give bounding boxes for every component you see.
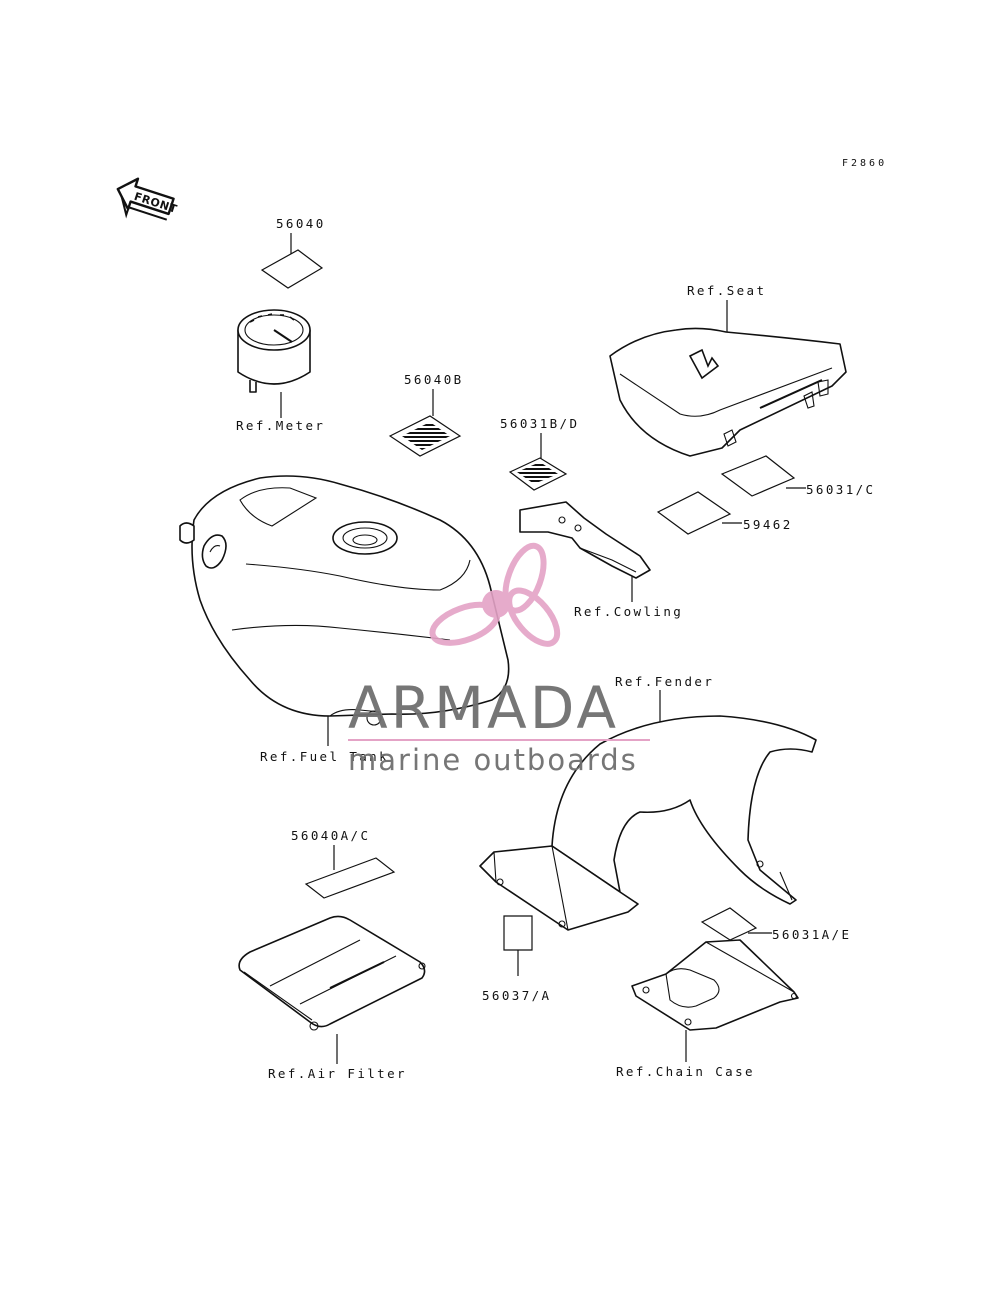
decal-56040ac <box>304 857 396 899</box>
label-ref-meter: Ref.Meter <box>236 418 325 433</box>
decal-56031c <box>720 455 796 497</box>
decal-56040b <box>388 415 462 457</box>
watermark-subtitle: marine outboards <box>348 743 638 777</box>
fender-part <box>479 715 817 931</box>
label-56031bd: 56031B/D <box>500 416 579 431</box>
meter-part <box>237 309 311 393</box>
label-ref-cowling: Ref.Cowling <box>574 604 683 619</box>
propeller-logo-icon <box>429 542 561 647</box>
watermark-title: ARMADA <box>348 674 619 742</box>
label-56037a: 56037/A <box>482 988 551 1003</box>
decal-56037a <box>503 915 533 951</box>
seat-part <box>609 327 847 457</box>
label-56040ac: 56040A/C <box>291 828 370 843</box>
label-ref-air-filter: Ref.Air Filter <box>268 1066 407 1081</box>
chain-case-part <box>631 939 799 1031</box>
cowling-part <box>519 501 651 579</box>
label-56040: 56040 <box>276 216 326 231</box>
label-ref-fender: Ref.Fender <box>615 674 714 689</box>
label-59462: 59462 <box>743 517 793 532</box>
front-arrow-icon: FRONT <box>116 177 179 221</box>
decal-56031bd <box>508 457 568 491</box>
label-56040b: 56040B <box>404 372 464 387</box>
decal-56031ae <box>700 907 758 941</box>
label-ref-seat: Ref.Seat <box>687 283 766 298</box>
fuel-tank-part <box>179 475 510 726</box>
watermark: ARMADA marine outboards <box>348 542 650 777</box>
air-filter-part <box>238 915 426 1031</box>
figure-code: F2860 <box>842 158 887 169</box>
label-ref-fuel-tank: Ref.Fuel Tank <box>260 749 389 764</box>
decal-59462 <box>656 491 732 535</box>
label-56031ae: 56031A/E <box>772 927 851 942</box>
label-56031c: 56031/C <box>806 482 875 497</box>
decal-56040 <box>260 249 324 289</box>
label-ref-chain-case: Ref.Chain Case <box>616 1064 755 1079</box>
